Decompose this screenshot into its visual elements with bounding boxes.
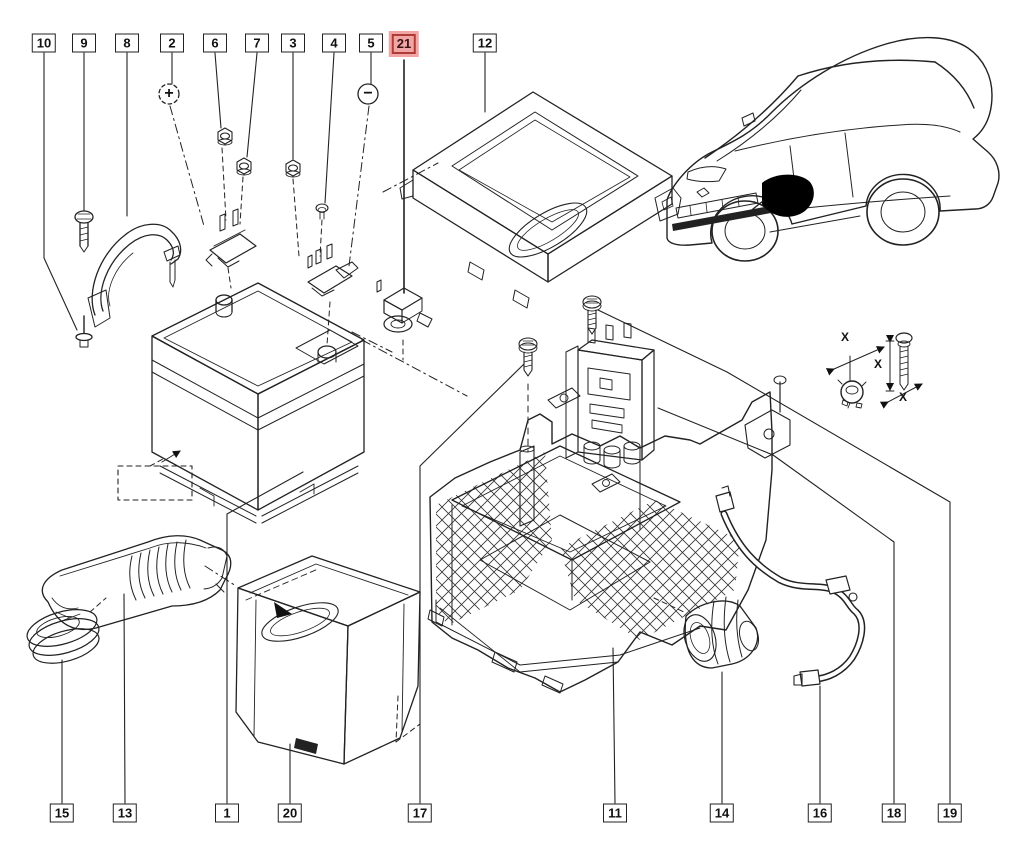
negative-terminal-symbol: − [363,85,373,102]
part-label-14[interactable]: 14 [709,803,735,823]
part-label-12[interactable]: 12 [472,33,498,53]
x-dimension-marker: X [873,357,883,371]
part-label-7[interactable]: 7 [245,33,269,53]
part-label-15[interactable]: 15 [49,803,75,823]
car-illustration [666,36,1000,262]
terminal-nuts-drawing [217,127,329,220]
fastener-detail-drawing [825,332,923,409]
part-label-20[interactable]: 20 [277,803,303,823]
battery-cable-drawing [715,485,866,687]
hold-down-bracket-drawing [74,210,182,348]
part-label-17[interactable]: 17 [407,803,433,823]
battery-drawing [117,282,365,524]
mounting-screws-drawing [518,295,602,377]
part-label-10[interactable]: 10 [31,33,57,53]
part-label-4[interactable]: 4 [322,33,346,53]
part-label-6[interactable]: 6 [203,33,227,53]
part-label-8[interactable]: 8 [115,33,139,53]
positive-terminal-symbol: + [164,85,174,102]
leader-lines [43,52,951,804]
part-label-21-highlighted[interactable]: 21 [388,31,420,57]
x-dimension-marker: X [898,390,908,404]
terminal-clamps-drawing [205,208,433,333]
part-label-1[interactable]: 1 [215,803,239,823]
part-label-19[interactable]: 19 [937,803,963,823]
negative-symbol-circle [357,83,379,105]
intake-ring-drawing [26,609,100,664]
part-label-5[interactable]: 5 [359,33,383,53]
duct-adapter-drawing [683,596,760,669]
positive-symbol-circle [158,83,180,105]
fuse-box-drawing [547,322,655,469]
part-label-3[interactable]: 3 [281,33,305,53]
part-label-18[interactable]: 18 [881,803,907,823]
battery-cover-drawing [399,91,682,309]
part-label-16[interactable]: 16 [807,803,833,823]
air-box-drawing [235,555,421,765]
battery-tray-drawing [427,375,791,694]
part-label-11[interactable]: 11 [603,803,627,823]
part-label-13[interactable]: 13 [112,803,138,823]
x-dimension-marker: X [840,330,850,344]
part-label-2[interactable]: 2 [160,33,184,53]
air-duct-drawing [41,535,232,630]
part-label-21: 21 [391,34,417,54]
battery-location-marker [762,174,814,217]
part-label-9[interactable]: 9 [72,33,96,53]
